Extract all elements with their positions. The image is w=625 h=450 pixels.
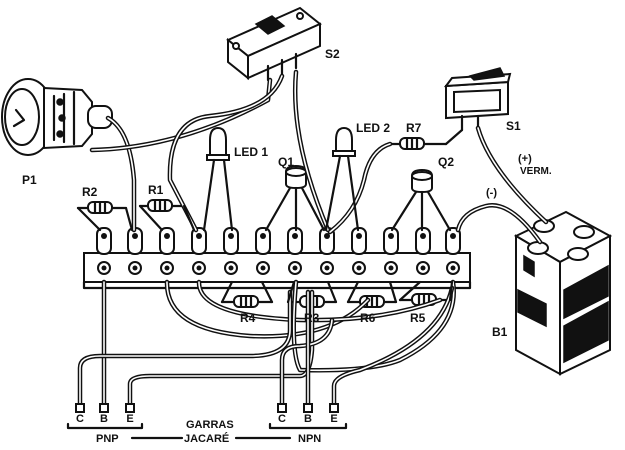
terminal-lug-6	[255, 227, 271, 255]
label-q1: Q1	[278, 155, 294, 169]
terminal-lug-12	[445, 227, 461, 255]
battery-pack-b1	[513, 210, 613, 376]
label-q2: Q2	[438, 155, 454, 169]
label-r6: R6	[360, 311, 376, 325]
label-pnp-c: C	[76, 413, 84, 425]
clip-lead-ends	[75, 403, 339, 413]
label-npn-e: E	[330, 413, 337, 425]
terminal-lug-9	[351, 227, 367, 255]
label-jacare: JACARÉ	[184, 432, 229, 445]
label-r4: R4	[240, 311, 256, 325]
terminal-lug-3	[159, 227, 175, 255]
label-r7: R7	[406, 121, 422, 135]
label-pnp-b: B	[100, 413, 108, 425]
label-r5: R5	[410, 311, 426, 325]
label-s1: S1	[506, 119, 521, 133]
label-minus: (-)	[486, 187, 497, 199]
label-led2: LED 2	[356, 121, 390, 135]
terminal-lug-4	[191, 227, 207, 255]
label-r2: R2	[82, 185, 98, 199]
label-p1: P1	[22, 173, 37, 187]
terminal-strip	[82, 227, 472, 290]
label-r3: R3	[304, 311, 320, 325]
label-garras: GARRAS	[186, 419, 234, 431]
label-s2: S2	[325, 47, 340, 61]
resistor-r2	[76, 201, 128, 214]
terminal-lug-5	[223, 227, 239, 255]
slide-switch-s2	[226, 6, 322, 82]
potentiometer-p1	[1, 78, 113, 156]
label-plus: (+)	[518, 153, 532, 165]
terminal-lug-7	[287, 227, 303, 255]
label-pnp: PNP	[96, 433, 119, 445]
terminal-lug-1	[96, 227, 112, 255]
clip-group-brackets	[66, 422, 348, 440]
transistor-q1	[285, 164, 307, 190]
terminal-lug-8	[319, 227, 335, 255]
wiring	[77, 69, 549, 411]
component-leads	[76, 128, 464, 304]
label-b1: B1	[492, 325, 508, 339]
label-npn: NPN	[298, 433, 321, 445]
led-1	[206, 126, 230, 161]
resistor-r6	[346, 295, 398, 308]
resistor-r4	[220, 295, 274, 308]
terminal-lug-11	[415, 227, 431, 255]
rocker-switch-s1	[443, 67, 512, 132]
transistor-q2	[411, 168, 433, 194]
label-npn-c: C	[278, 413, 286, 425]
terminal-lug-10	[383, 227, 399, 255]
label-r1: R1	[148, 183, 164, 197]
label-verm: VERM.	[520, 166, 552, 177]
led-2	[332, 126, 356, 157]
terminal-rivets	[97, 261, 460, 275]
resistor-r1	[138, 199, 186, 212]
label-led1: LED 1	[234, 145, 268, 159]
resistor-r7	[388, 137, 448, 150]
label-npn-b: B	[304, 413, 312, 425]
label-pnp-e: E	[126, 413, 133, 425]
